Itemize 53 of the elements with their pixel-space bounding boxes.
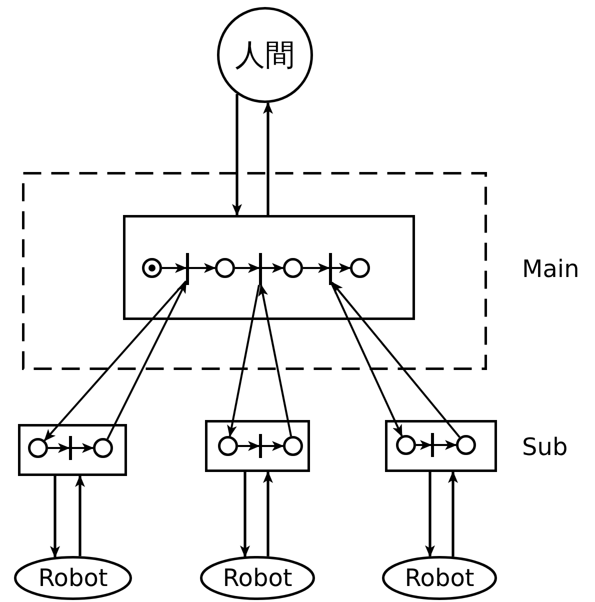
arrow bbox=[106, 281, 187, 440]
block-box bbox=[123, 215, 415, 320]
arrow bbox=[448, 471, 458, 557]
place-circle bbox=[93, 438, 113, 458]
level-label: Sub bbox=[522, 433, 568, 461]
arrow bbox=[425, 472, 435, 558]
place-circle bbox=[28, 438, 48, 458]
arrow bbox=[262, 441, 284, 451]
place-circle bbox=[218, 436, 238, 456]
arrow bbox=[227, 284, 260, 438]
arrow bbox=[240, 472, 250, 558]
block-box bbox=[18, 424, 127, 476]
place-circle bbox=[283, 436, 303, 456]
block-box bbox=[205, 420, 310, 472]
place-circle bbox=[396, 435, 416, 455]
transition-bar bbox=[259, 434, 262, 458]
place-circle bbox=[215, 258, 235, 278]
arrow bbox=[263, 471, 273, 556]
arrow bbox=[434, 440, 457, 450]
arrow bbox=[416, 440, 432, 450]
arrow bbox=[263, 102, 273, 215]
transition-bar bbox=[329, 253, 332, 285]
place-circle bbox=[283, 258, 303, 278]
transition-bar bbox=[259, 253, 262, 285]
ellipse-node: Robot bbox=[14, 556, 132, 600]
level-label: Main bbox=[522, 255, 580, 283]
arrow bbox=[238, 441, 260, 451]
transition-bar bbox=[69, 436, 72, 460]
arrow bbox=[75, 475, 85, 556]
arrow bbox=[258, 284, 292, 436]
transition-bar bbox=[431, 433, 434, 457]
arrow bbox=[50, 476, 60, 558]
dashed-boundary bbox=[22, 172, 487, 370]
arrow bbox=[232, 94, 242, 216]
arrow bbox=[48, 443, 70, 453]
block-box bbox=[385, 420, 497, 472]
arrow bbox=[162, 263, 187, 273]
arrow bbox=[262, 263, 284, 273]
place-circle bbox=[350, 258, 370, 278]
ellipse-node: 人間 bbox=[217, 7, 313, 103]
arrow bbox=[303, 263, 330, 273]
arrow bbox=[235, 263, 260, 273]
arrow bbox=[72, 443, 94, 453]
arrow bbox=[44, 280, 187, 442]
arrow bbox=[332, 263, 351, 273]
ellipse-node: Robot bbox=[382, 556, 497, 600]
place-circle bbox=[142, 258, 162, 278]
ellipse-node: Robot bbox=[200, 556, 315, 600]
arrow bbox=[331, 282, 460, 438]
arrow bbox=[189, 263, 216, 273]
place-circle bbox=[456, 435, 476, 455]
arrow bbox=[331, 284, 403, 437]
transition-bar bbox=[186, 253, 189, 285]
